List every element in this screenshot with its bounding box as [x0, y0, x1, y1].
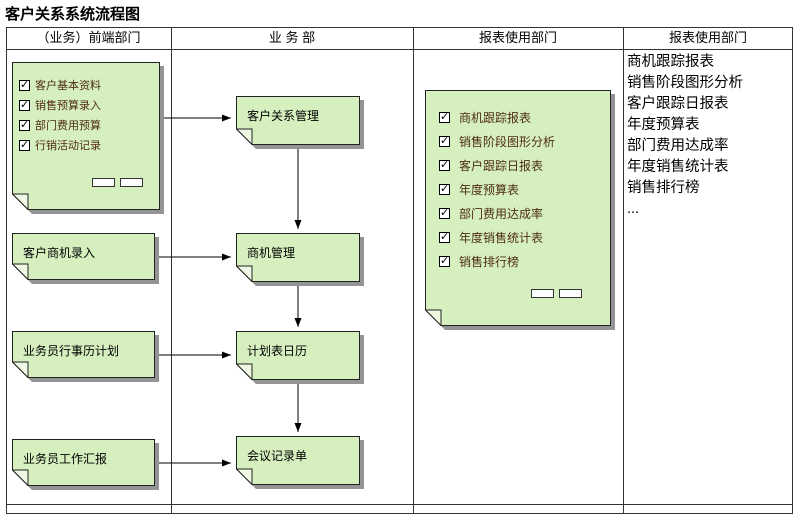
note-shape	[12, 62, 160, 210]
report-item-row: 年度预算表	[425, 177, 611, 201]
note-shape	[12, 233, 155, 280]
report-list-item: 年度销售统计表	[627, 159, 729, 175]
report-list-item: 销售排行榜	[627, 180, 700, 196]
meeting-minutes-note: 会议记录单	[236, 436, 360, 485]
report-item-label: 销售排行榜	[459, 254, 520, 269]
note-shape	[12, 439, 155, 486]
form-item-label: 部门费用预算	[35, 120, 101, 132]
report-item-row: 年度销售统计表	[425, 225, 611, 249]
page-title: 客户关系系统流程图	[5, 6, 141, 23]
report-item-label: 客户跟踪日报表	[459, 158, 544, 173]
checked-checkbox-icon	[439, 182, 450, 195]
note-shape	[236, 436, 360, 485]
checked-checkbox-icon	[439, 230, 450, 243]
form-buttons	[92, 178, 143, 187]
note-label: 计划表日历	[247, 344, 308, 358]
footer-divider	[6, 504, 793, 505]
note-label: 业务员工作汇报	[23, 452, 108, 466]
reports-panel-note: 商机跟踪报表 销售阶段图形分析 客户跟踪日报表 年度预算表 部门费用达成率 年度…	[425, 90, 611, 326]
report-list-item: 部门费用达成率	[627, 138, 729, 154]
note-shape	[12, 331, 155, 378]
reports-buttons	[531, 289, 582, 298]
form-item-row: 销售预算录入	[12, 95, 160, 115]
note-label: 业务员行事历计划	[23, 344, 120, 358]
checked-checkbox-icon	[19, 98, 30, 111]
report-item-row: 客户跟踪日报表	[425, 153, 611, 177]
report-item-label: 商机跟踪报表	[459, 110, 532, 125]
report-item-row: 销售排行榜	[425, 249, 611, 273]
entry-form-note: 客户基本资料 销售预算录入 部门费用预算 行销活动记录	[12, 62, 160, 210]
report-list-item: ...	[627, 201, 640, 217]
checked-checkbox-icon	[439, 254, 450, 267]
schedule-calendar-note: 计划表日历	[236, 331, 360, 380]
form-item-label: 销售预算录入	[35, 100, 101, 112]
report-list-item: 客户跟踪日报表	[627, 96, 729, 112]
report-item-label: 年度预算表	[459, 182, 520, 197]
note-label: 会议记录单	[247, 449, 308, 463]
form-item-label: 行销活动记录	[35, 140, 101, 152]
checked-checkbox-icon	[439, 110, 450, 123]
checked-checkbox-icon	[19, 138, 30, 151]
form-item-row: 客户基本资料	[12, 75, 160, 95]
lane-divider	[623, 27, 624, 514]
note-shape	[236, 233, 360, 282]
mini-button	[92, 178, 115, 187]
note-shape	[236, 96, 360, 145]
swimlane-table-border	[6, 27, 793, 514]
report-list-item: 年度预算表	[627, 117, 700, 133]
note-shape	[425, 90, 611, 326]
checked-checkbox-icon	[439, 158, 450, 171]
lane-header-report-list: 报表使用部门	[668, 30, 747, 45]
lane-divider	[413, 27, 414, 514]
lane-divider	[171, 27, 172, 514]
calendar-plan-note: 业务员行事历计划	[12, 331, 155, 378]
header-divider	[6, 49, 793, 50]
checked-checkbox-icon	[439, 206, 450, 219]
note-label: 商机管理	[247, 246, 296, 260]
report-item-label: 年度销售统计表	[459, 230, 544, 245]
note-shape	[236, 331, 360, 380]
mini-button	[531, 289, 554, 298]
form-item-label: 客户基本资料	[35, 80, 101, 92]
opportunity-mgmt-note: 商机管理	[236, 233, 360, 282]
form-item-row: 部门费用预算	[12, 115, 160, 135]
form-item-row: 行销活动记录	[12, 135, 160, 155]
report-item-row: 商机跟踪报表	[425, 105, 611, 129]
lane-header-business: 业 务 部	[268, 30, 316, 45]
report-list-item: 商机跟踪报表	[627, 54, 714, 70]
report-name-list: 商机跟踪报表 销售阶段图形分析 客户跟踪日报表 年度预算表 部门费用达成率 年度…	[627, 52, 793, 220]
report-item-label: 销售阶段图形分析	[459, 134, 556, 149]
opportunity-entry-note: 客户商机录入	[12, 233, 155, 280]
checked-checkbox-icon	[19, 78, 30, 91]
note-label: 客户关系管理	[247, 109, 320, 123]
crm-note: 客户关系管理	[236, 96, 360, 145]
mini-button	[120, 178, 143, 187]
work-report-note: 业务员工作汇报	[12, 439, 155, 486]
checked-checkbox-icon	[19, 118, 30, 131]
report-item-label: 部门费用达成率	[459, 206, 544, 221]
report-item-row: 销售阶段图形分析	[425, 129, 611, 153]
report-item-row: 部门费用达成率	[425, 201, 611, 225]
report-list-item: 销售阶段图形分析	[627, 75, 743, 91]
checked-checkbox-icon	[439, 134, 450, 147]
mini-button	[559, 289, 582, 298]
note-label: 客户商机录入	[23, 246, 96, 260]
lane-header-frontend: （业务）前端部门	[36, 30, 141, 45]
lane-header-reports: 报表使用部门	[478, 30, 557, 45]
